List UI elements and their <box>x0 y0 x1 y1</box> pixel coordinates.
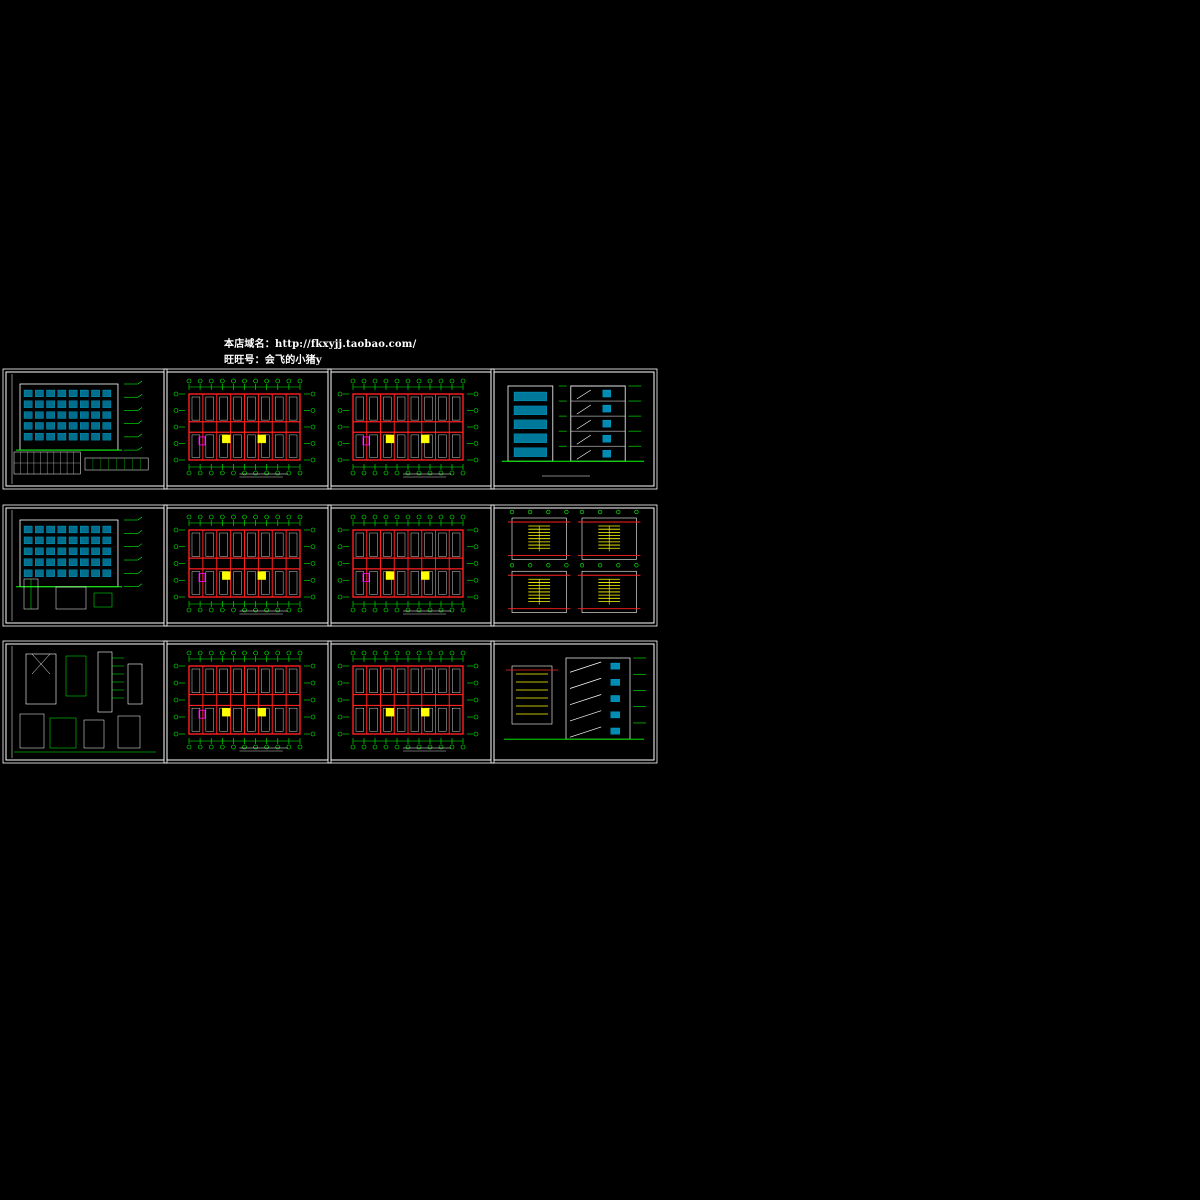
drawing-sheet-r1c3 <box>327 368 495 490</box>
drawing-sheet-r3c4 <box>490 640 658 764</box>
drawing-sheet-r1c2 <box>163 368 332 490</box>
drawing-sheet-r2c1 <box>2 504 168 627</box>
drawing-sheet-r3c1 <box>2 640 168 764</box>
drawing-sheet-r2c2 <box>163 504 332 627</box>
shop-domain-caption: 本店域名：http://fkxyjj.taobao.com/ <box>224 339 417 350</box>
drawing-sheet-r3c2 <box>163 640 332 764</box>
drawing-sheet-r2c3 <box>327 504 495 627</box>
wangwang-caption: 旺旺号：会飞的小猪y <box>224 355 322 366</box>
drawing-sheet-r1c4 <box>490 368 658 490</box>
drawing-sheet-r2c4 <box>490 504 658 627</box>
drawing-sheet-r1c1 <box>2 368 168 490</box>
drawing-sheet-r3c3 <box>327 640 495 764</box>
